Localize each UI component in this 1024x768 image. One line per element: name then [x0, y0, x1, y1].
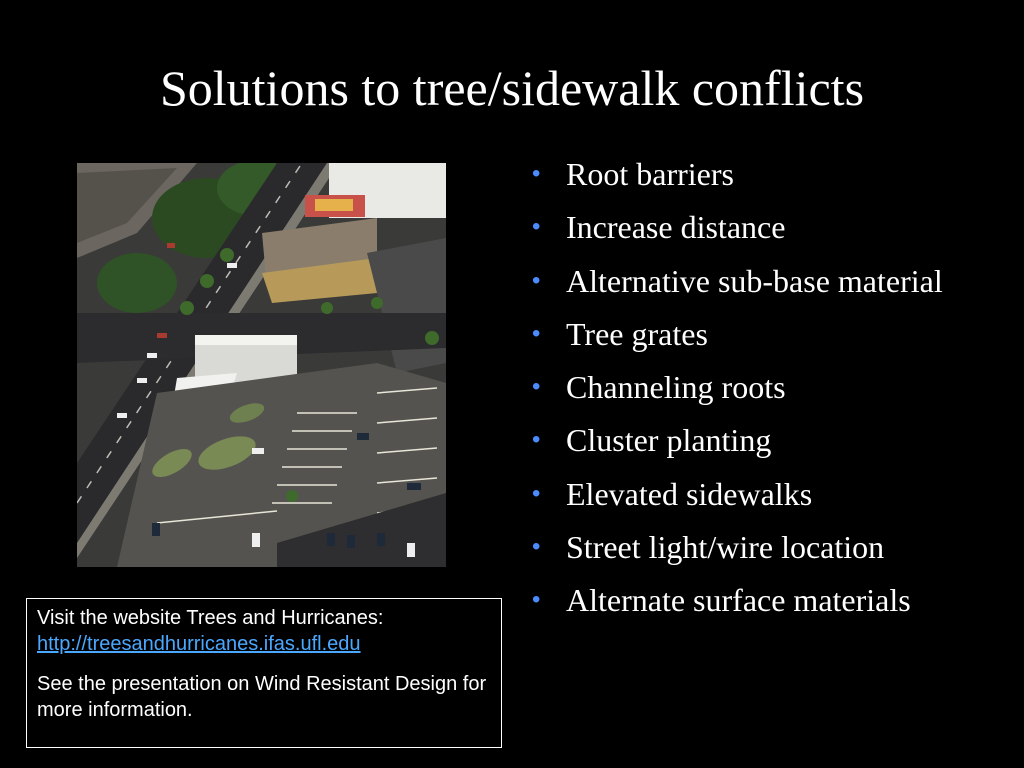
list-item: • Tree grates	[532, 312, 1012, 365]
list-item: • Channeling roots	[532, 365, 1012, 418]
solutions-list: • Root barriers • Increase distance • Alter…	[532, 152, 1012, 632]
bullet-text: Increase distance	[566, 209, 786, 246]
bullet-text: Tree grates	[566, 315, 708, 352]
info-note: See the presentation on Wind Resistant D…	[37, 673, 487, 721]
bullet-icon: •	[532, 373, 541, 401]
bullet-text: Street light/wire location	[566, 529, 885, 566]
list-item: • Cluster planting	[532, 418, 1012, 471]
info-box: Visit the website Trees and Hurricanes: …	[26, 598, 502, 748]
bullet-icon: •	[532, 266, 541, 294]
bullet-text: Alternate surface materials	[566, 582, 911, 619]
aerial-parking-lot-photo	[77, 163, 446, 567]
website-link[interactable]: http://treesandhurricanes.ifas.ufl.edu	[37, 633, 361, 655]
bullet-icon: •	[532, 160, 541, 187]
info-text: Visit the website Trees and Hurricanes:	[37, 607, 384, 629]
bullet-text: Elevated sidewalks	[566, 475, 813, 512]
list-item: • Street light/wire location	[532, 525, 1012, 578]
list-item: • Alternative sub-base material	[532, 259, 1012, 312]
bullet-icon: •	[532, 586, 541, 614]
bullet-icon: •	[532, 479, 541, 507]
bullet-icon: •	[532, 319, 541, 347]
bullet-text: Root barriers	[566, 156, 734, 192]
bullet-icon: •	[532, 213, 541, 241]
list-item: • Root barriers	[532, 152, 1012, 205]
bullet-text: Cluster planting	[566, 422, 772, 459]
list-item: • Elevated sidewalks	[532, 472, 1012, 525]
bullet-text: Channeling roots	[566, 369, 786, 406]
bullet-text: Alternative sub-base material	[566, 262, 943, 299]
bullet-icon: •	[532, 533, 541, 561]
list-item: • Alternate surface materials	[532, 578, 1012, 631]
slide-title: Solutions to tree/sidewalk conflicts	[159, 60, 865, 116]
list-item: • Increase distance	[532, 205, 1012, 258]
bullet-icon: •	[532, 426, 541, 454]
